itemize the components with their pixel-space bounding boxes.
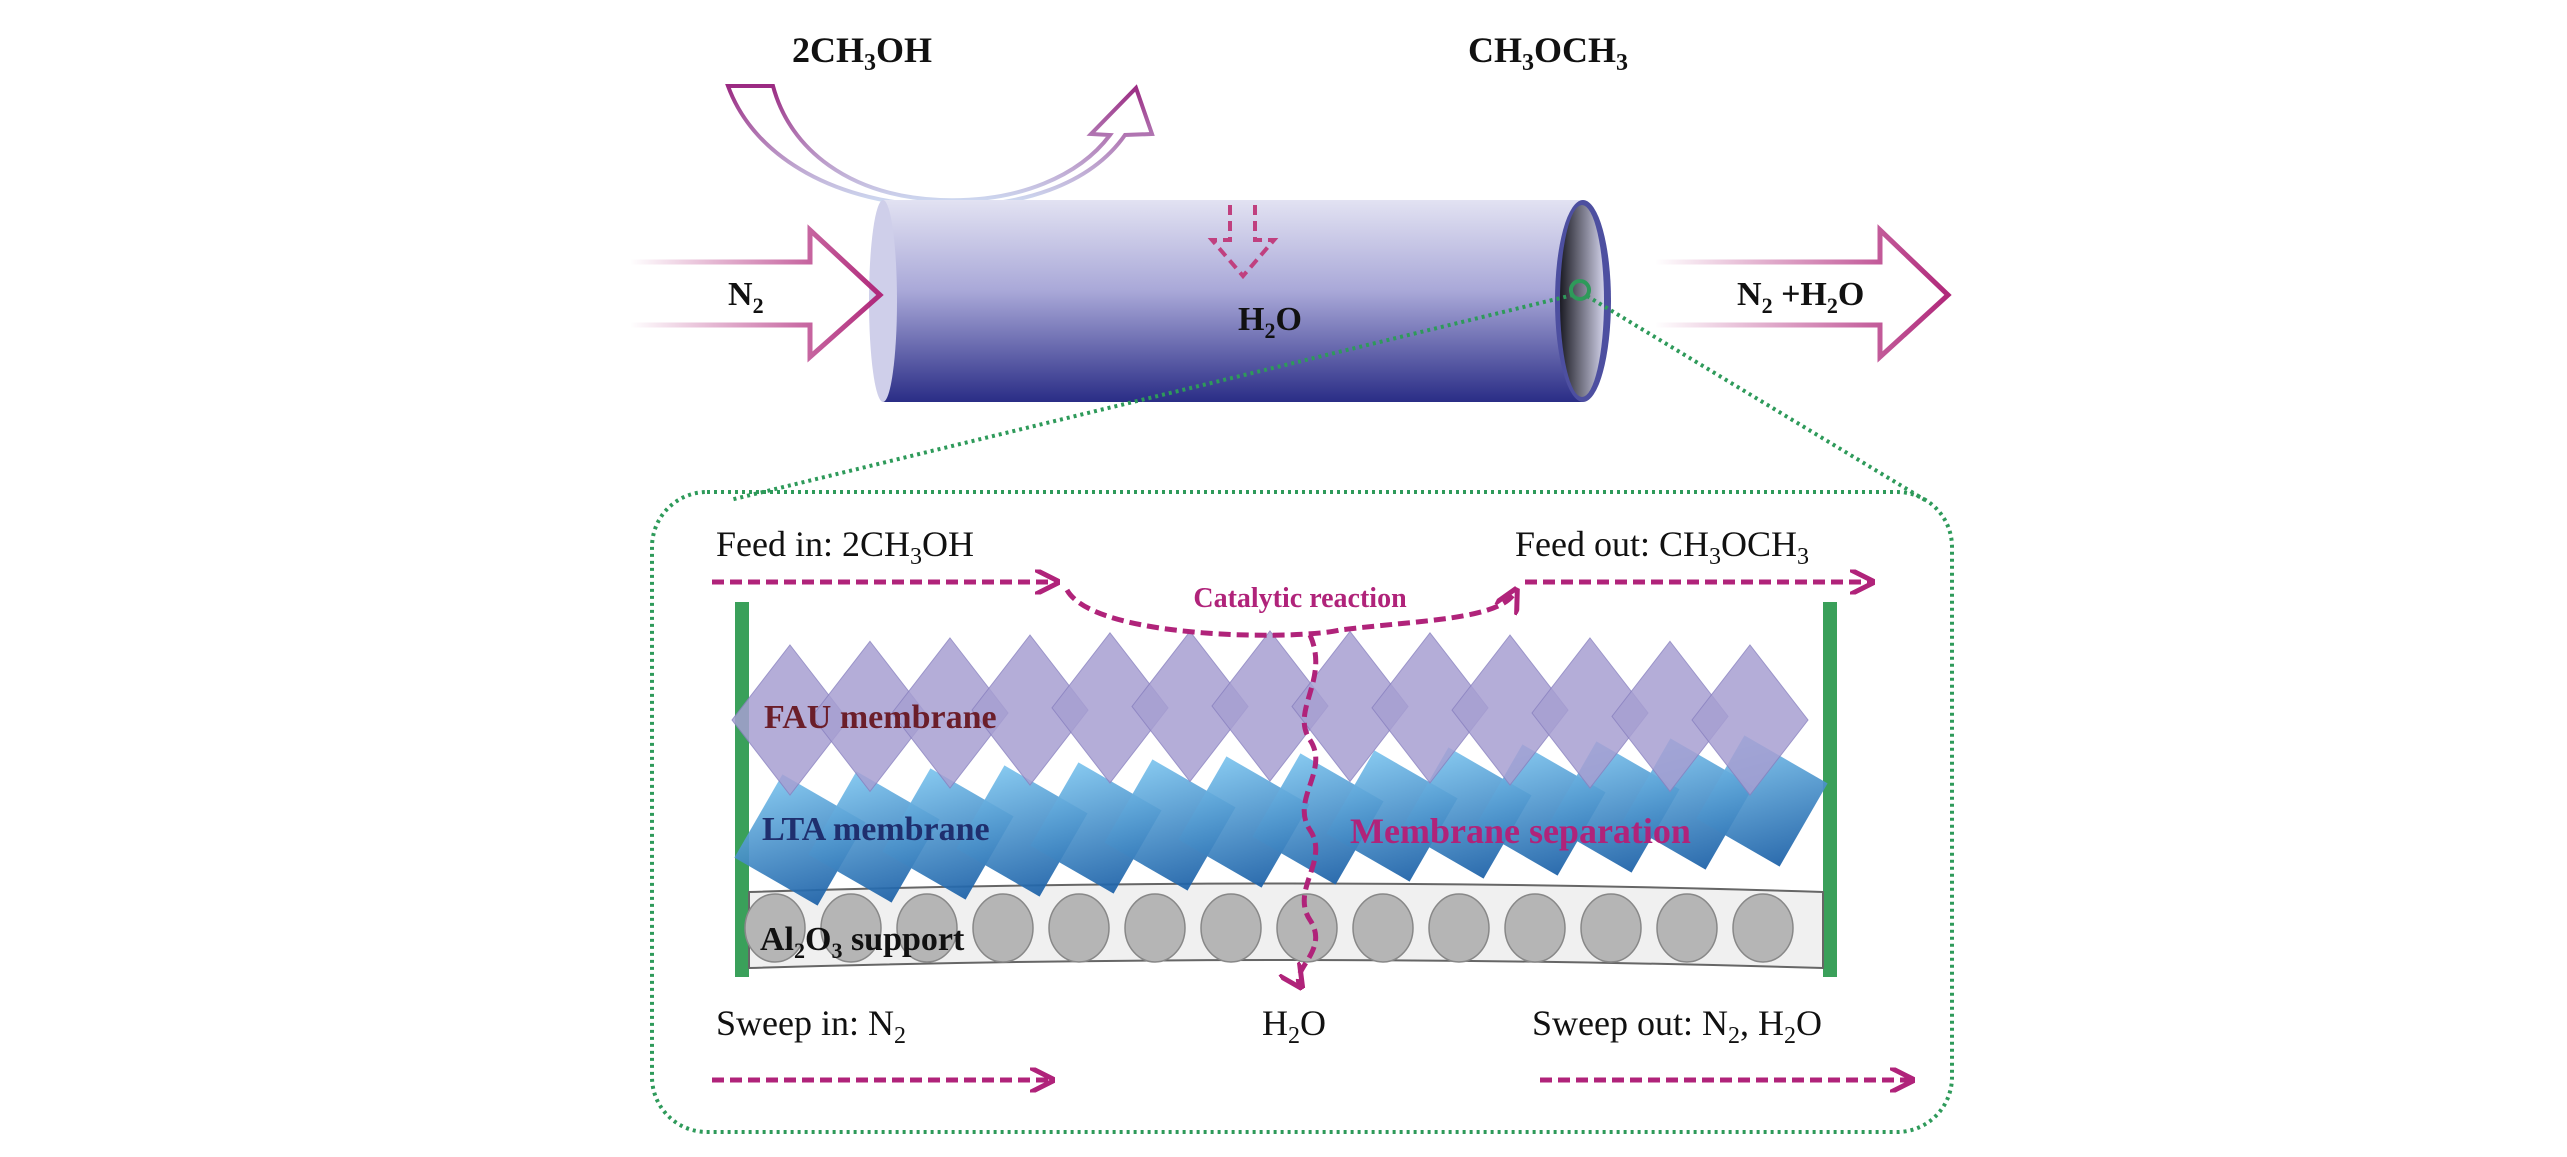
support-grain — [1656, 893, 1718, 963]
fau-crystal — [971, 634, 1089, 786]
lta-crystal — [1030, 762, 1162, 894]
fau-crystal — [1451, 634, 1569, 786]
support-label: Al2O3 support — [760, 921, 965, 963]
outlet-arrow — [1655, 224, 1952, 363]
frame-left — [735, 602, 749, 977]
lta-membrane-layer — [734, 735, 1828, 906]
lta-crystal — [1326, 750, 1458, 882]
fau-crystal — [1211, 630, 1329, 782]
support-grain — [1352, 893, 1414, 963]
fau-crystal — [1691, 644, 1809, 796]
fau-crystal — [1611, 640, 1729, 793]
water-out-label: H2O — [1262, 1003, 1326, 1049]
feed-out-label: Feed out: CH3OCH3 — [1515, 524, 1809, 570]
fau-crystal — [1371, 632, 1489, 784]
fau-crystal — [1051, 632, 1169, 784]
reactant-label: 2CH3OH — [792, 30, 932, 76]
support-grain — [1428, 893, 1490, 963]
lta-crystal — [808, 771, 940, 903]
inlet-arrow — [630, 224, 884, 363]
inlet-label: N2 — [728, 276, 764, 318]
fau-crystal — [1531, 637, 1649, 789]
reaction-curve-arrow — [725, 84, 1155, 209]
zoom-callout — [650, 279, 1954, 1134]
support-grain — [744, 893, 806, 963]
support-grain — [1580, 893, 1642, 963]
support-grain — [820, 893, 882, 963]
lta-crystal — [734, 774, 866, 906]
lta-crystal — [882, 768, 1014, 900]
lta-crystal — [1104, 759, 1236, 891]
membrane-separation-label: Membrane separation — [1350, 811, 1691, 851]
lta-membrane-label: LTA membrane — [762, 811, 990, 848]
support-grain — [1504, 893, 1566, 963]
catalytic-reaction-label: Catalytic reaction — [1193, 583, 1407, 614]
membrane-tube — [869, 200, 1611, 402]
product-label: CH3OCH3 — [1468, 30, 1628, 76]
feed-in-label: Feed in: 2CH3OH — [716, 524, 974, 570]
fau-membrane-label: FAU membrane — [764, 699, 997, 736]
fau-membrane-layer — [731, 630, 1809, 796]
sweep-out-label: Sweep out: N2, H2O — [1532, 1003, 1822, 1049]
support-grain — [972, 893, 1034, 963]
support-grain — [1732, 893, 1794, 963]
lta-crystal — [1400, 747, 1532, 879]
support-grain — [1124, 893, 1186, 963]
fau-crystal — [1131, 630, 1249, 783]
lta-crystal — [1252, 753, 1384, 885]
water-permeation-arrow — [1207, 205, 1279, 280]
sweep-in-label: Sweep in: N2 — [716, 1003, 906, 1049]
feed-flow-arrows — [712, 582, 1910, 1080]
lta-crystal — [1178, 756, 1310, 888]
support-grain — [1276, 893, 1338, 963]
lta-crystal — [956, 765, 1088, 897]
support-grain — [1048, 893, 1110, 963]
support-grain — [896, 893, 958, 963]
permeate-label: H2O — [1238, 301, 1302, 343]
support-grain — [1200, 893, 1262, 963]
frame-right — [1823, 602, 1837, 977]
al2o3-support-layer — [744, 882, 1824, 970]
outlet-label: N2 +H2O — [1737, 276, 1864, 318]
